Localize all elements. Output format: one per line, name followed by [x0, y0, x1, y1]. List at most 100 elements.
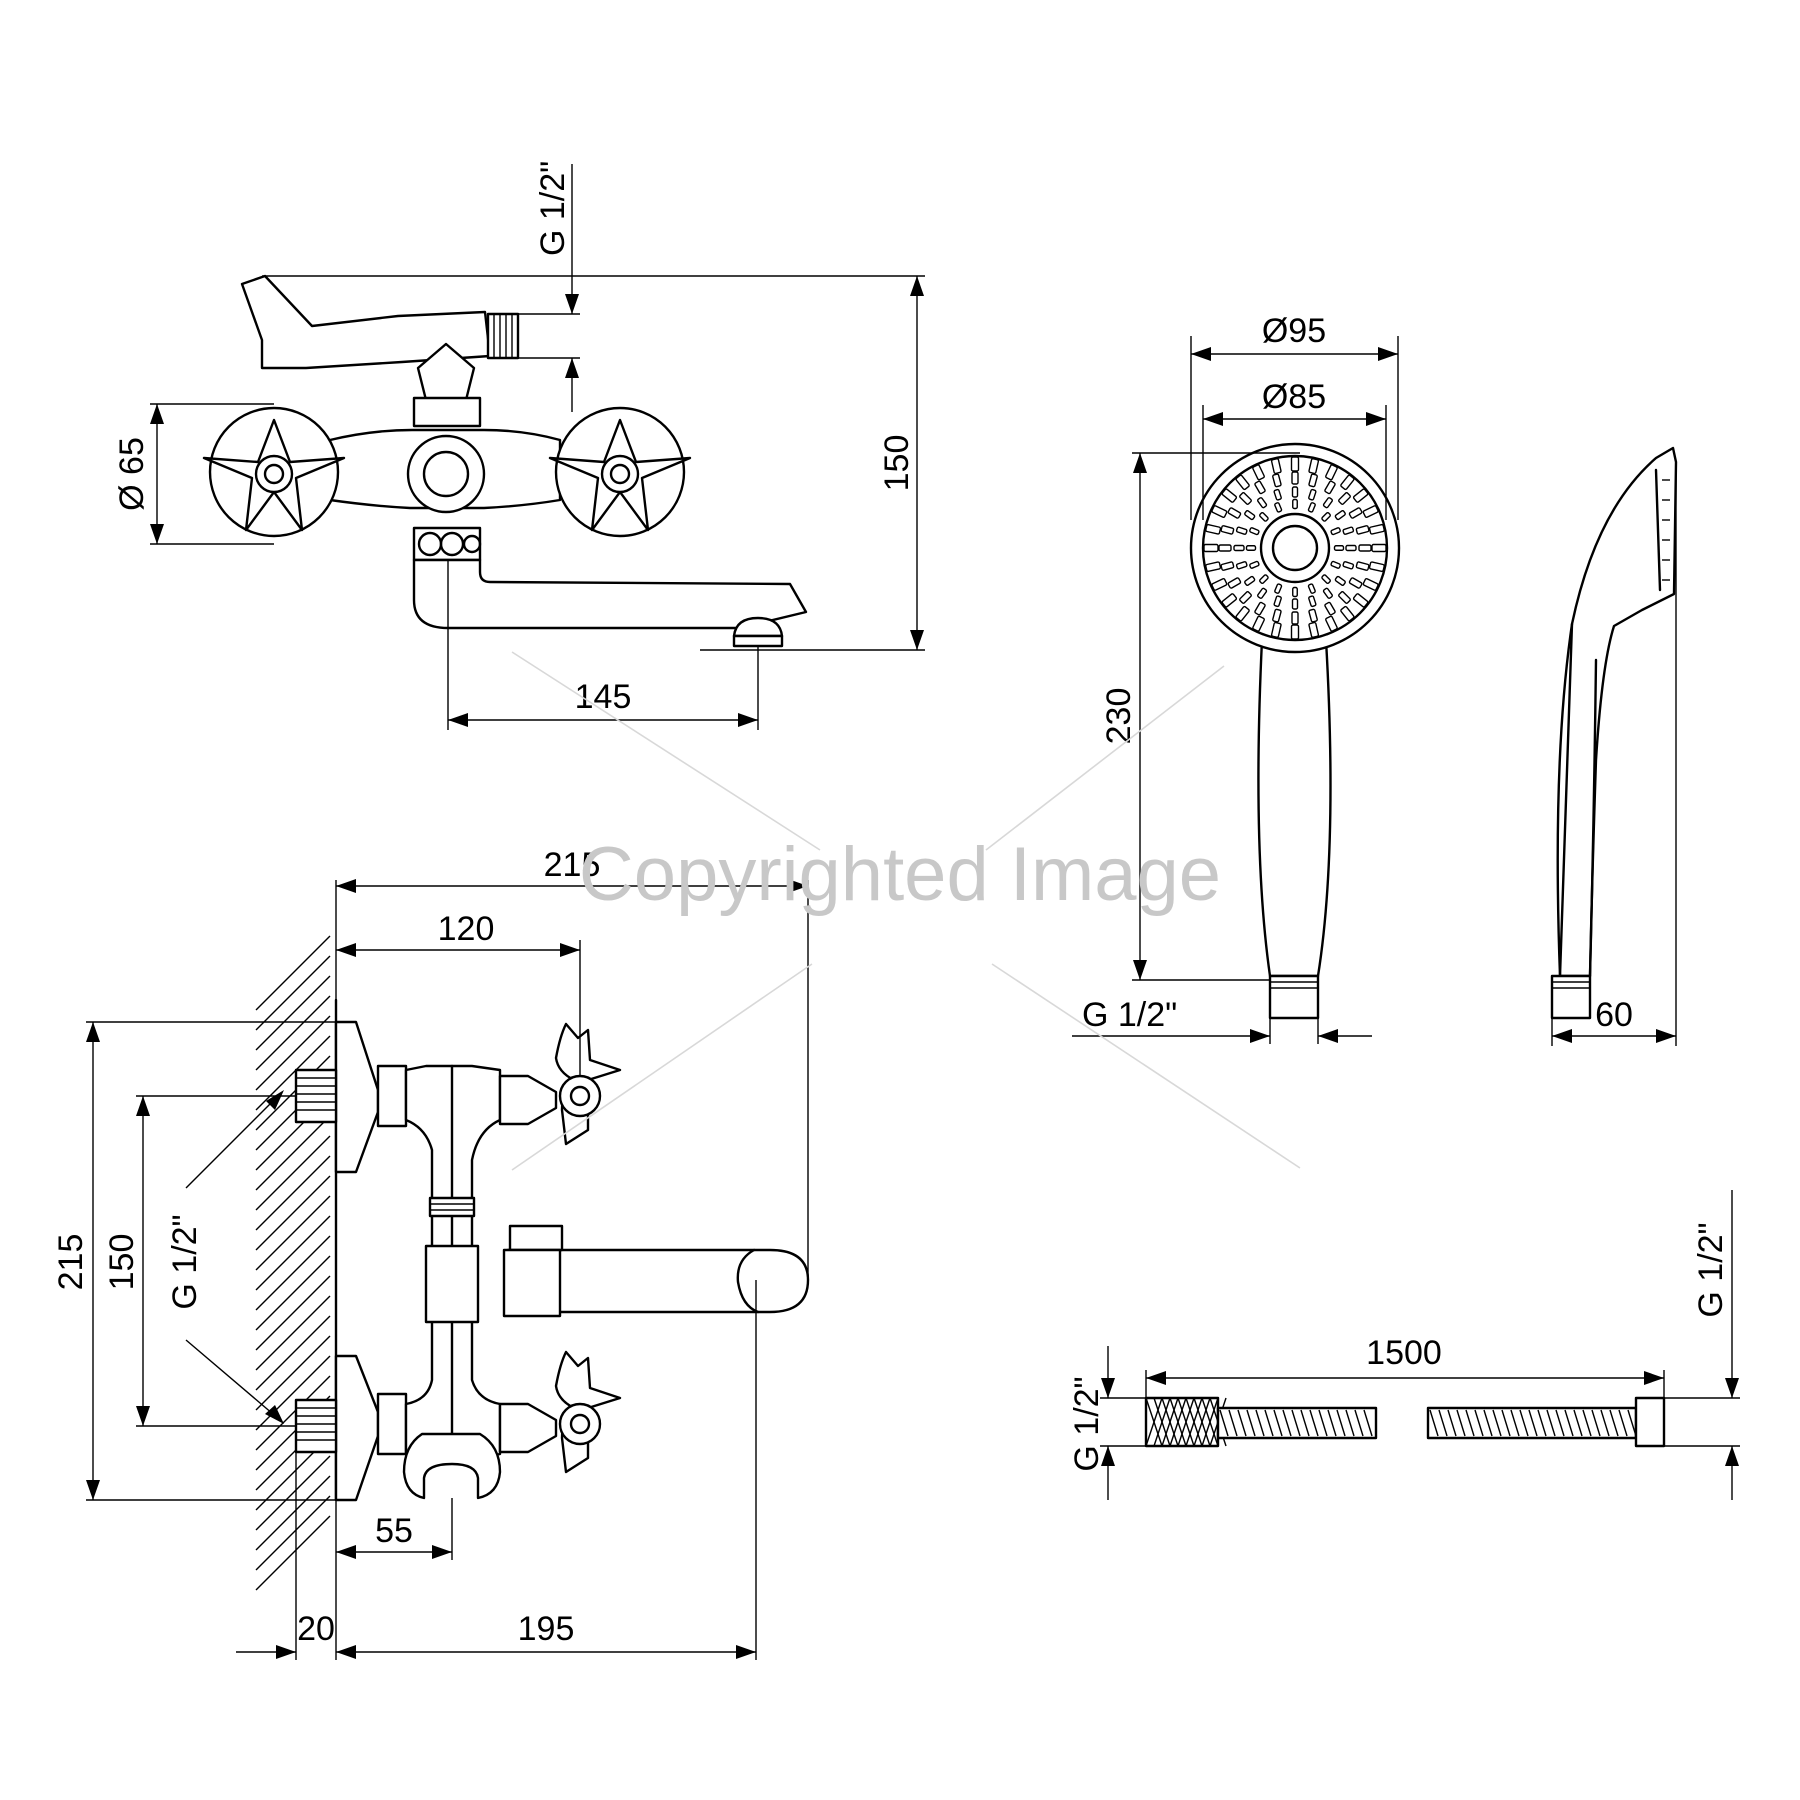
nozzle [1308, 473, 1318, 488]
shower-head-outer [1189, 442, 1401, 654]
nozzle [1257, 497, 1268, 509]
wall-hatching [255, 935, 331, 1591]
hand-shower-side: 60 [1550, 446, 1678, 1046]
hatch-line [255, 1195, 331, 1271]
hatch-line [255, 1375, 331, 1451]
nozzle [1340, 605, 1355, 622]
hatch-line [255, 975, 331, 1051]
nozzle [1259, 574, 1269, 584]
nozzle [1272, 608, 1282, 623]
nozzle [1291, 471, 1299, 485]
nozzle [1227, 507, 1242, 519]
nozzle [1355, 561, 1370, 571]
holder-offset-label: 55 [375, 1512, 413, 1550]
nozzle [1291, 598, 1299, 610]
hatch-line [255, 1455, 331, 1531]
hatch-line [255, 1015, 331, 1091]
outer-diameter-label: Ø95 [1262, 312, 1326, 350]
nozzle [1333, 545, 1345, 551]
nozzle [1291, 486, 1299, 498]
shower-thread-label: G 1/2" [1082, 996, 1177, 1034]
nozzle [1211, 505, 1228, 518]
nozzle [1308, 458, 1320, 475]
spray-nozzles [1203, 456, 1387, 640]
nozzle [1338, 492, 1351, 505]
nozzle [1338, 591, 1351, 604]
nozzle [1254, 480, 1266, 495]
nozzle [1235, 474, 1250, 491]
nozzle [1235, 561, 1248, 570]
hatch-line [255, 1115, 331, 1191]
shower-length-label: 230 [1100, 688, 1138, 745]
nozzle [1211, 578, 1228, 591]
nozzle [1345, 544, 1357, 552]
hatch-line [255, 955, 331, 1031]
shower-depth-label: 60 [1595, 996, 1633, 1034]
nozzle [1342, 526, 1355, 535]
left-handle [202, 406, 346, 538]
nozzle [1221, 593, 1238, 608]
nozzle [1368, 561, 1385, 573]
nozzle [1221, 488, 1238, 503]
nozzle [1292, 586, 1298, 598]
right-handle [548, 406, 692, 538]
nozzle [1259, 512, 1269, 522]
inner-diameter-label: Ø85 [1262, 378, 1326, 416]
front-handle-top [554, 1022, 622, 1146]
nozzle [1352, 488, 1369, 503]
hose-dimensions [1100, 1190, 1740, 1500]
nozzle [1249, 527, 1260, 536]
nozzle [1220, 561, 1235, 571]
nozzle [1249, 560, 1260, 569]
hose-hex-nut [1634, 1396, 1666, 1448]
nozzle [1252, 464, 1265, 481]
nozzle [1322, 497, 1333, 509]
top-view-dimensions [150, 164, 925, 730]
nozzle [1321, 574, 1331, 584]
diverter-nut [412, 396, 482, 428]
hatch-line [255, 995, 331, 1071]
nozzle [1239, 591, 1252, 604]
nozzle [1362, 505, 1379, 518]
front-total-width-label: 215 [544, 846, 601, 884]
nozzle [1355, 525, 1370, 535]
nozzle [1330, 560, 1341, 569]
nozzle [1233, 544, 1245, 552]
hatch-line [255, 1175, 331, 1251]
shower-thread [1268, 974, 1320, 1020]
nozzle [1290, 456, 1300, 472]
watermark-text: Copyrighted Image [579, 832, 1221, 917]
nozzle [1324, 601, 1336, 616]
front-total-height-label: 215 [52, 1234, 90, 1291]
nozzle [1218, 544, 1232, 552]
nozzle [1235, 605, 1250, 622]
shower-head-face [1201, 454, 1389, 642]
nozzle [1308, 488, 1317, 501]
shower-holder [402, 1432, 502, 1500]
hatch-line [255, 1215, 331, 1291]
nozzle [1203, 543, 1219, 553]
nozzle [1321, 512, 1331, 522]
hatch-line [255, 1255, 331, 1331]
nozzle [1252, 615, 1265, 632]
spout-aerator [732, 616, 784, 638]
nozzle [1270, 621, 1282, 638]
nozzle [1330, 527, 1341, 536]
nozzle [1270, 458, 1282, 475]
nozzle [1220, 525, 1235, 535]
nozzle [1274, 502, 1283, 513]
top-thread-label: G 1/2" [534, 161, 572, 256]
mixer-top-view: G 1/2" 150 Ø 65 145 [113, 161, 925, 730]
hand-shower-dimensions [1072, 336, 1399, 1044]
hatch-line [255, 935, 331, 1011]
nozzle [1272, 473, 1282, 488]
hatch-line [255, 1055, 331, 1131]
nozzle [1290, 624, 1300, 640]
shower-hose: 1500 G 1/2" G 1/2" [1068, 1190, 1740, 1500]
nozzle [1227, 577, 1242, 589]
spout-connector [412, 526, 482, 562]
nozzle [1244, 510, 1256, 521]
nozzle [1308, 595, 1317, 608]
nozzle [1254, 601, 1266, 616]
front-handle-bottom [554, 1350, 622, 1474]
